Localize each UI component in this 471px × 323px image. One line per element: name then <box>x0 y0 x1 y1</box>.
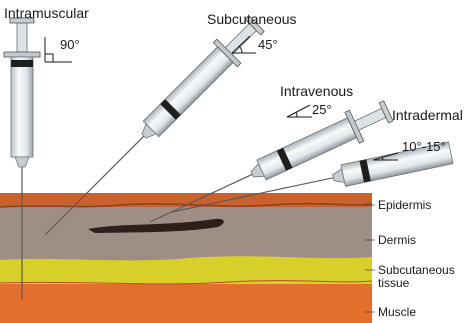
dermis-layer <box>0 204 372 260</box>
layer-label-epidermis: Epidermis <box>378 199 431 211</box>
plunger-rod <box>225 24 256 55</box>
barrel <box>143 47 233 137</box>
flange <box>4 52 40 57</box>
label-intravenous: Intravenous <box>280 84 353 98</box>
barrel <box>11 57 33 157</box>
layer-label-subcutaneous-tissue-line1: Subcutaneous <box>378 264 455 276</box>
plunger-rod <box>17 22 27 52</box>
angle-label-intravenous: 25° <box>312 103 332 116</box>
syringe-tip <box>15 157 29 167</box>
angle-label-intramuscular: 90° <box>60 38 80 51</box>
skin-layers <box>0 193 372 323</box>
angle-label-subcutaneous: 45° <box>258 38 278 51</box>
layer-label-muscle: Muscle <box>378 306 416 318</box>
muscle-layer <box>0 282 372 323</box>
angle-mark-25 <box>287 105 312 117</box>
label-subcutaneous: Subcutaneous <box>207 12 297 26</box>
layer-label-subcutaneous-tissue-line2: tissue <box>378 277 409 289</box>
plunger-seal <box>11 60 33 67</box>
angle-label-intradermal: 10°-15° <box>402 140 446 153</box>
plunger-rod <box>355 108 386 130</box>
label-intramuscular: Intramuscular <box>4 6 89 20</box>
layer-label-dermis: Dermis <box>378 234 416 246</box>
label-intradermal: Intradermal <box>392 108 463 122</box>
